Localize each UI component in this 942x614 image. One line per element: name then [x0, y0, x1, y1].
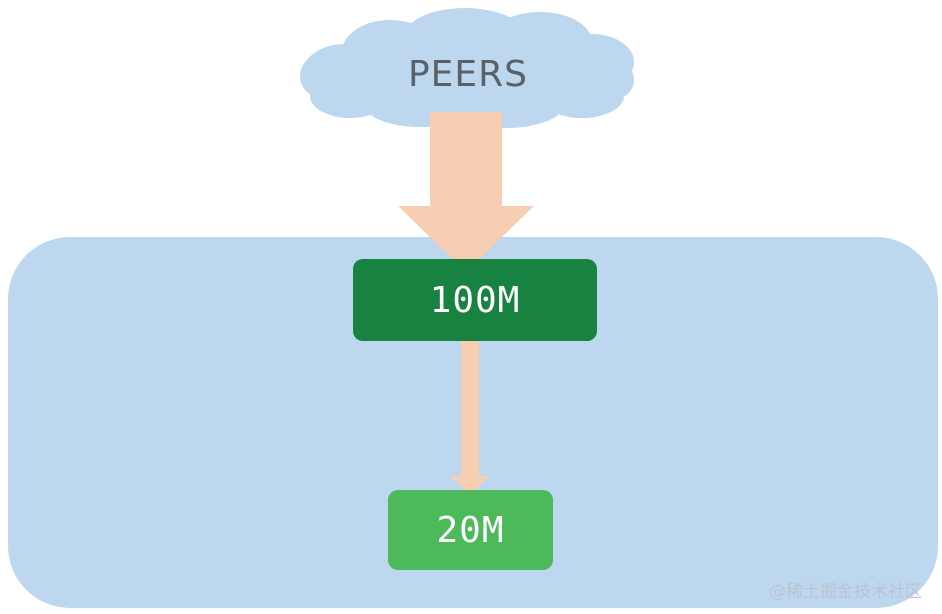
- peers-cloud: [300, 8, 634, 128]
- bottom-box: [388, 490, 553, 570]
- top-box: [353, 259, 597, 341]
- bottom-box-label: 20M: [436, 509, 505, 551]
- peers-label: PEERS: [407, 53, 529, 95]
- top-box-label: 100M: [429, 279, 521, 321]
- filter-arrow: [450, 340, 490, 494]
- watermark: @稀土掘金技术社区: [769, 582, 922, 602]
- inbound-arrow: [398, 112, 534, 272]
